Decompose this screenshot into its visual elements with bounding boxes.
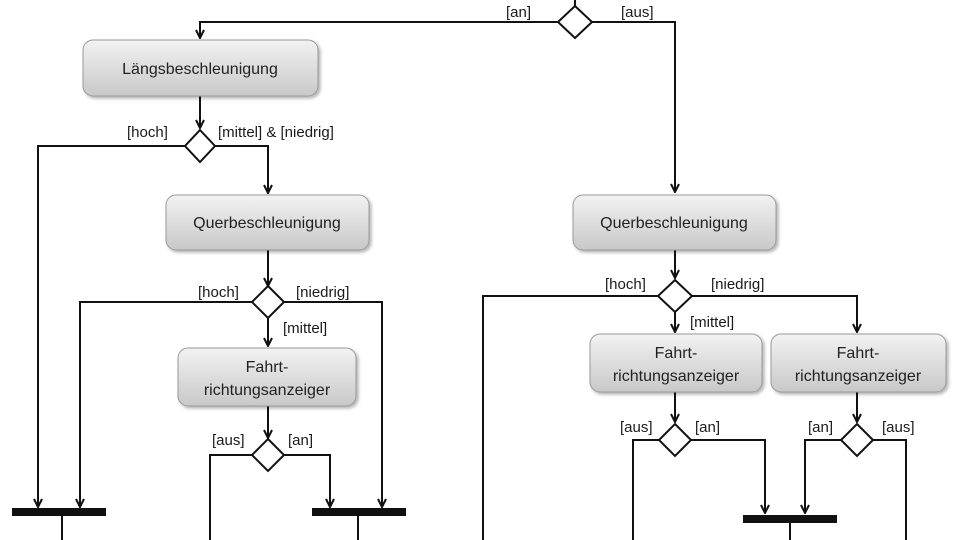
activity-label: Querbeschleunigung [600,215,748,232]
guard-d5-an: [an] [695,419,720,436]
edge-d2-hoch [80,301,252,507]
activity-a2: Querbeschleunigung [165,194,370,251]
join-bar-1 [12,508,106,516]
activity-label: Längsbeschleunigung [122,61,278,78]
activity-a4: Querbeschleunigung [572,194,777,251]
activity-label: Querbeschleunigung [193,215,341,232]
decisions [183,4,875,473]
guard-d3-an: [an] [288,432,313,449]
guard-labels: [an] [aus] [hoch] [mittel] & [niedrig] [… [127,4,915,449]
decision-4 [656,278,694,314]
guard-d2-niedrig: [niedrig] [296,284,349,301]
edge-d1-mittel [215,145,268,193]
activity-label-line2: richtungsanzeiger [204,382,331,399]
activity-label-line1: Fahrt- [655,345,698,362]
activity-box [177,347,357,407]
edge-d3-aus [209,454,252,540]
activity-a1: Längsbeschleunigung [82,39,319,97]
join-bars [12,508,837,523]
decision-1 [183,128,217,164]
guard-d6-an: [an] [808,419,833,436]
edge-d6-an [805,439,841,513]
edge-d2-niedrig [284,301,382,507]
activity-box [82,39,319,97]
edge-d5-an [691,439,765,513]
guard-d2-mittel: [mittel] [283,320,327,337]
guard-d6-aus: [aus] [882,419,915,436]
guard-top-aus: [aus] [621,4,654,21]
activity-label-line1: Fahrt- [837,345,880,362]
guard-d2-hoch: [hoch] [198,284,239,301]
guard-d4-mittel: [mittel] [690,314,734,331]
edge-top-aus [592,21,675,192]
activity-box [770,333,947,393]
activity-box [572,194,777,251]
activity-box [589,333,763,393]
activity-label-line2: richtungsanzeiger [613,368,740,385]
guard-d3-aus: [aus] [212,432,245,449]
guard-d1-hoch: [hoch] [127,124,168,141]
activity-box [165,194,370,251]
join-bar-3 [743,515,837,523]
edge-d4-hoch [482,295,658,540]
edge-top-an [200,21,558,38]
decision-3 [250,437,286,473]
decision-5 [657,422,693,458]
decision-2 [250,284,286,320]
activity-a6: Fahrt- richtungsanzeiger [770,333,947,393]
guard-d4-hoch: [hoch] [605,276,646,293]
edge-d5-aus [632,439,659,540]
activity-a5: Fahrt- richtungsanzeiger [589,333,763,393]
edge-d6-aus [873,439,907,540]
guard-d5-aus: [aus] [620,419,653,436]
activity-a3: Fahrt- richtungsanzeiger [177,347,357,407]
connectors [38,0,907,540]
edge-d1-hoch [38,145,185,507]
edge-d4-niedrig [692,295,857,332]
decision-6 [839,422,875,458]
activity-label-line1: Fahrt- [246,359,289,376]
guard-d1-mittel-niedrig: [mittel] & [niedrig] [218,124,334,141]
decision-top [556,4,594,40]
guard-d4-niedrig: [niedrig] [711,276,764,293]
join-bar-2 [312,508,406,516]
edge-d3-an [284,454,330,507]
guard-top-an: [an] [506,4,531,21]
activity-label-line2: richtungsanzeiger [795,368,922,385]
